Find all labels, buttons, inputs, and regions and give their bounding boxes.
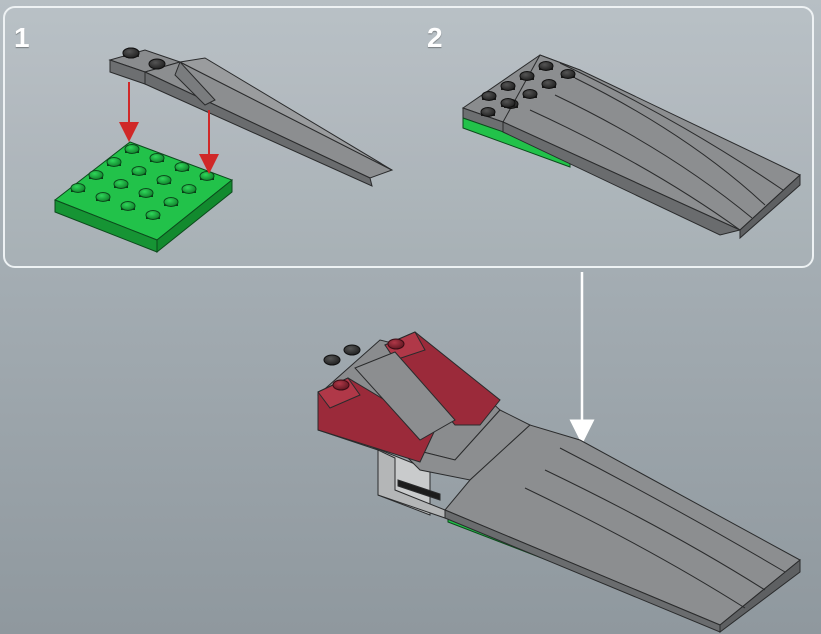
green-stud [124,144,140,154]
green-stud [199,171,215,181]
gray-stud [560,69,576,79]
step2-gray-studs [480,61,576,117]
gray-stud [500,98,516,108]
green-stud [113,179,129,189]
green-stud [156,175,172,185]
step-number-2: 2 [427,22,443,53]
gray-stud [480,107,496,117]
step1-gray-slope-piece [108,49,394,187]
green-stud [88,170,104,180]
gray-stud [541,79,557,89]
green-stud [70,183,86,193]
step1-red-arrows [119,82,219,174]
final-studs [323,338,405,391]
green-stud [106,157,122,167]
gray-stud [522,89,538,99]
step1-green-studs [70,144,215,220]
step1-gray-studs [122,47,166,70]
green-stud [131,166,147,176]
gray-stud [500,81,516,91]
green-stud [181,184,197,194]
green-stud [174,162,190,172]
gray-stud [519,71,535,81]
green-stud [138,188,154,198]
step2-assembly [461,54,801,240]
green-stud [95,192,111,202]
green-stud [145,210,161,220]
green-stud [163,197,179,207]
green-stud [120,201,136,211]
final-assembly [317,331,801,633]
step-number-1: 1 [14,22,30,53]
gray-stud [538,61,554,71]
gray-stud [481,91,497,101]
green-stud [149,153,165,163]
